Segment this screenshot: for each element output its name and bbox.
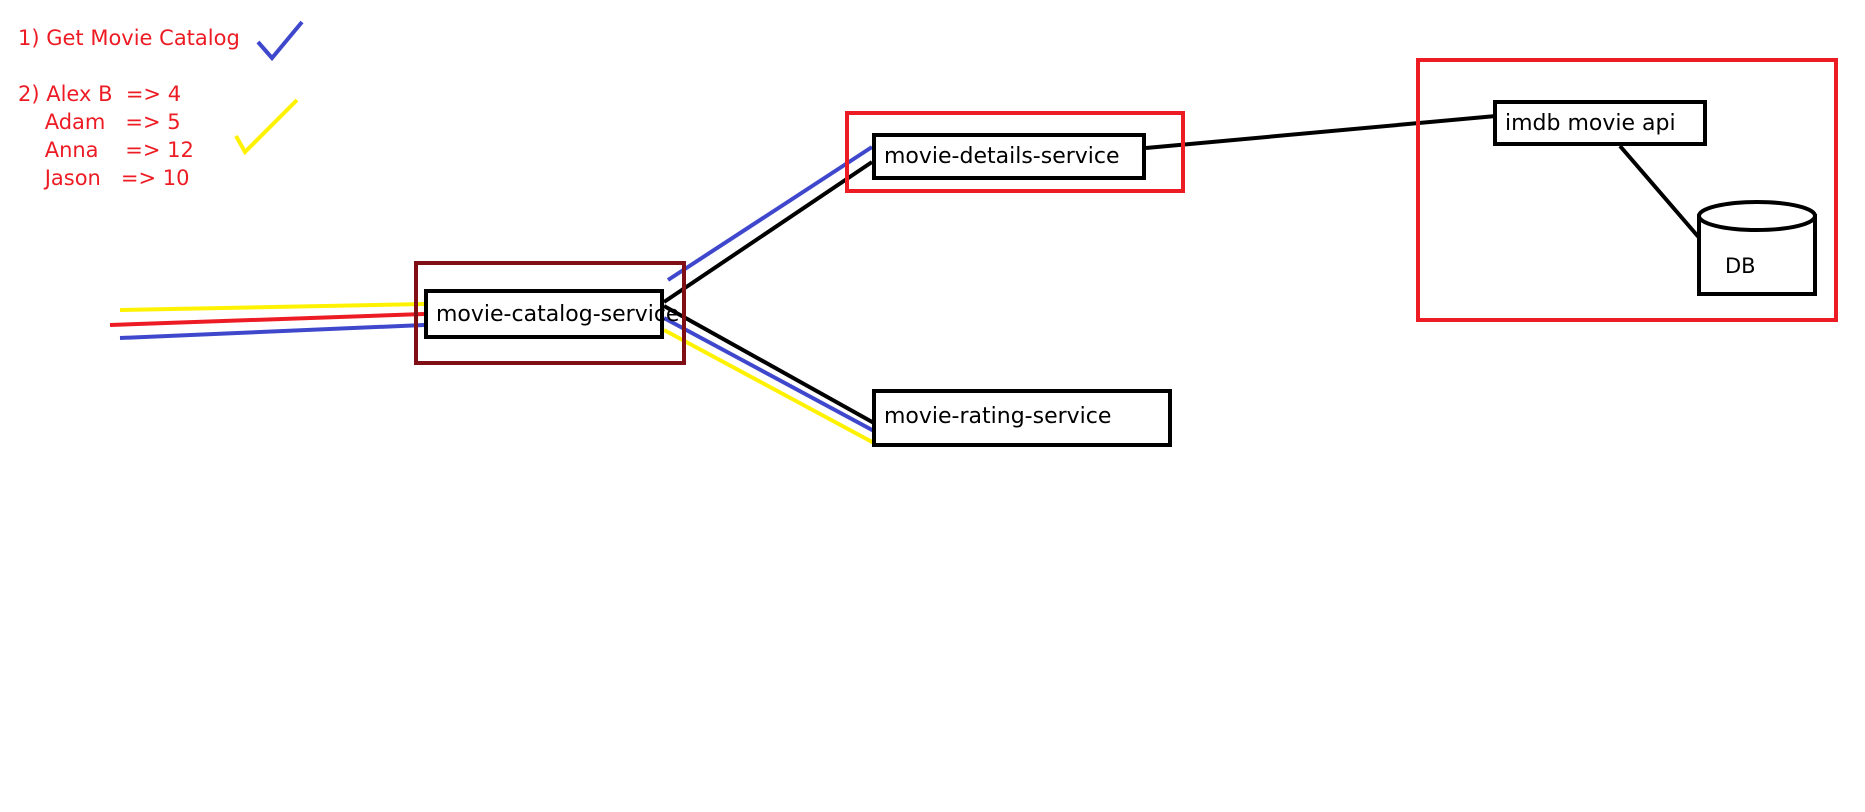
db-label: DB [1725, 254, 1756, 278]
imdb-movie-api-node[interactable]: imdb movie api [1493, 100, 1707, 146]
catalog-details-black-line [662, 160, 874, 304]
step2-note-adam: Adam => 5 [18, 110, 181, 134]
catalog-rating-blue-line [663, 316, 875, 433]
movie-catalog-service-label: movie-catalog-service [436, 301, 680, 327]
imdb-system-frame [1416, 58, 1838, 322]
step1-note: 1) Get Movie Catalog [18, 26, 240, 50]
details-imdb-line [1145, 114, 1497, 150]
imdb-movie-api-label: imdb movie api [1505, 110, 1676, 136]
movie-catalog-service-node[interactable]: movie-catalog-service [424, 289, 679, 339]
step2-note-anna: Anna => 12 [18, 138, 194, 162]
blue-check-mark [256, 20, 304, 62]
catalog-rating-black-line [663, 304, 875, 425]
incoming-blue-line [119, 323, 425, 340]
movie-rating-service-label: movie-rating-service [884, 404, 1112, 429]
imdb-db-line [1618, 144, 1710, 250]
catalog-rating-yellow-line [663, 328, 875, 445]
movie-details-service-node[interactable]: movie-details-service [872, 133, 1146, 180]
step2-note-alex: 2) Alex B => 4 [18, 82, 182, 106]
incoming-yellow-line [119, 302, 425, 312]
step2-note-jason: Jason => 10 [18, 166, 190, 190]
catalog-service-frame [414, 261, 686, 365]
database-cylinder-icon [1697, 200, 1817, 296]
movie-rating-service-node[interactable]: movie-rating-service [872, 389, 1172, 447]
movie-details-service-label: movie-details-service [884, 144, 1120, 169]
yellow-check-mark [234, 98, 299, 156]
incoming-red-line [109, 312, 425, 327]
details-service-frame [845, 111, 1185, 193]
catalog-details-blue-line [666, 145, 874, 282]
